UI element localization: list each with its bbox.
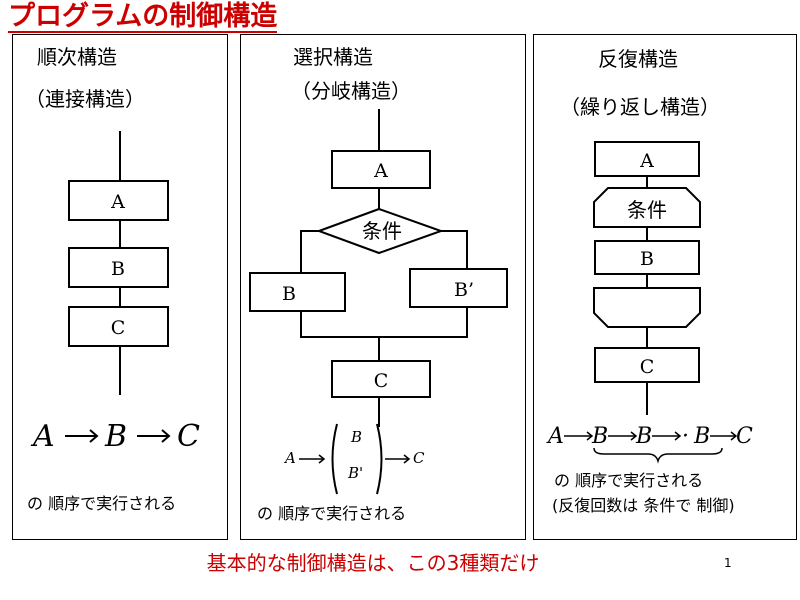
underbrace: [593, 447, 723, 464]
panel-caption: の 順序で実行される: [554, 471, 704, 490]
formula-term: C: [413, 449, 425, 467]
process-box-a: [594, 141, 700, 177]
process-box-b: [68, 247, 169, 288]
condition-label: 条件: [362, 219, 402, 243]
box-label-b: B: [640, 248, 654, 270]
box-label-b: B: [282, 283, 296, 305]
arrow-icon: [299, 454, 326, 464]
box-label-b-prime: B’: [454, 279, 474, 301]
flow-line: [441, 230, 468, 269]
process-box-b-prime: [409, 268, 508, 308]
loop-start-hexagon: [593, 187, 701, 228]
formula-term: A: [546, 424, 564, 449]
flow-line: [300, 230, 319, 273]
panel-selection: 選択構造 （分岐構造） A 条件 B B’ C A B B' C: [240, 34, 526, 540]
page-number: 1: [724, 556, 732, 570]
arrow-icon: [710, 431, 738, 441]
box-label-a: A: [373, 160, 388, 182]
loop-end-hexagon: [593, 287, 701, 328]
process-box-b: [594, 240, 700, 275]
flowchart-iteration: A 条件 B C A B B · B C: [546, 141, 753, 464]
panel-caption: の 順序で実行される: [257, 504, 407, 523]
process-box-c: [594, 347, 700, 383]
arrow-icon: [652, 431, 682, 441]
box-label-b: B: [111, 258, 125, 280]
formula-term: B: [635, 424, 652, 449]
panel-title: 選択構造: [293, 45, 373, 69]
process-box-a: [68, 180, 169, 221]
formula-term: B: [693, 424, 710, 449]
flowchart-sequential: A B C A B C: [30, 131, 200, 454]
panel-sequential: 順次構造 （連接構造） A B C A B C の 順序で実行される: [12, 34, 228, 540]
arrow-icon: [608, 431, 638, 441]
flowchart-selection: A 条件 B B’ C A B B' C: [249, 109, 508, 495]
formula-term: B': [347, 464, 363, 482]
panel-iteration: 反復構造 （繰り返し構造） A 条件 B C A B B · B C: [533, 34, 797, 540]
paren-left: [331, 423, 338, 495]
paren-right: [376, 423, 383, 495]
formula-term: ·: [682, 424, 689, 449]
panel-title: 順次構造: [37, 45, 117, 69]
panel-subtitle: （繰り返し構造）: [560, 95, 720, 119]
process-box-c: [331, 360, 431, 398]
process-box-c: [68, 306, 169, 347]
box-label-c: C: [111, 317, 126, 339]
formula-term: A: [30, 419, 55, 454]
formula-term: B: [591, 424, 608, 449]
summary-text: 基本的な制御構造は、この3種類だけ: [206, 551, 540, 575]
arrow-icon: [385, 454, 411, 464]
process-box-b: [249, 272, 346, 312]
formula-term: C: [736, 424, 753, 449]
panel-caption: の 順序で実行される: [27, 494, 177, 513]
condition-label: 条件: [627, 198, 667, 222]
panel-title: 反復構造: [598, 47, 678, 71]
formula-term: A: [283, 449, 296, 467]
box-label-c: C: [374, 370, 389, 392]
panel-subtitle: （連接構造）: [25, 87, 145, 111]
box-label-a: A: [110, 191, 125, 213]
panel-caption: (反復回数は 条件で 制御): [552, 496, 735, 515]
flow-line: [300, 307, 468, 338]
formula-term: B: [350, 428, 362, 446]
box-label-c: C: [640, 356, 655, 378]
formula-term: B: [104, 419, 127, 454]
arrow-icon: [564, 431, 594, 441]
formula-term: C: [177, 419, 200, 454]
page-title: プログラムの制御構造: [8, 1, 278, 33]
arrow-icon: [65, 429, 171, 443]
box-label-a: A: [639, 150, 654, 172]
panel-subtitle: （分岐構造）: [291, 79, 411, 103]
process-box-a: [331, 150, 431, 189]
